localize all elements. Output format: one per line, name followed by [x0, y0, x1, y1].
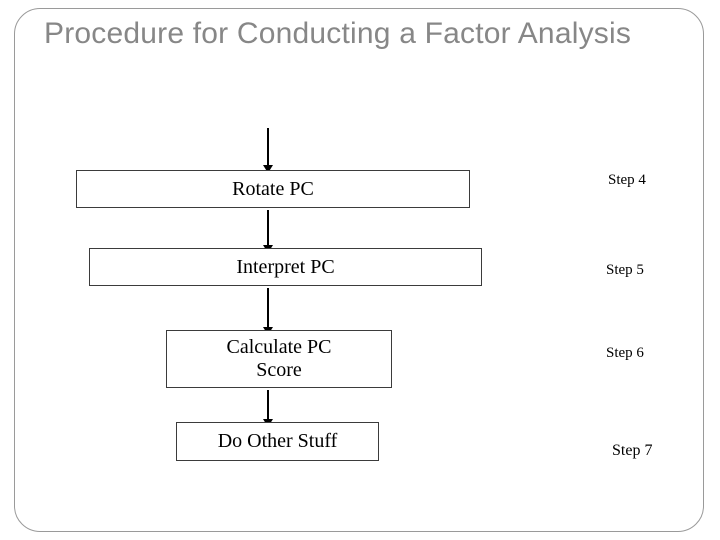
- flow-box: Rotate PC: [76, 170, 470, 208]
- flow-arrow: [263, 128, 273, 173]
- step-label: Step 6: [606, 345, 644, 361]
- flow-box: Do Other Stuff: [176, 422, 379, 461]
- step-label: Step 5: [606, 262, 644, 278]
- flow-box: Interpret PC: [89, 248, 482, 286]
- step-label: Step 4: [608, 172, 646, 188]
- flow-box-label: Do Other Stuff: [217, 430, 338, 452]
- slide-frame: [14, 8, 704, 532]
- flow-arrow: [263, 210, 273, 253]
- flow-box-label: Rotate PC: [232, 177, 314, 200]
- flow-arrow: [263, 288, 273, 335]
- flow-arrow: [263, 390, 273, 427]
- flow-box-label: Interpret PC: [236, 255, 335, 278]
- step-label: Step 7: [612, 442, 653, 459]
- page-title: Procedure for Conducting a Factor Analys…: [44, 17, 632, 50]
